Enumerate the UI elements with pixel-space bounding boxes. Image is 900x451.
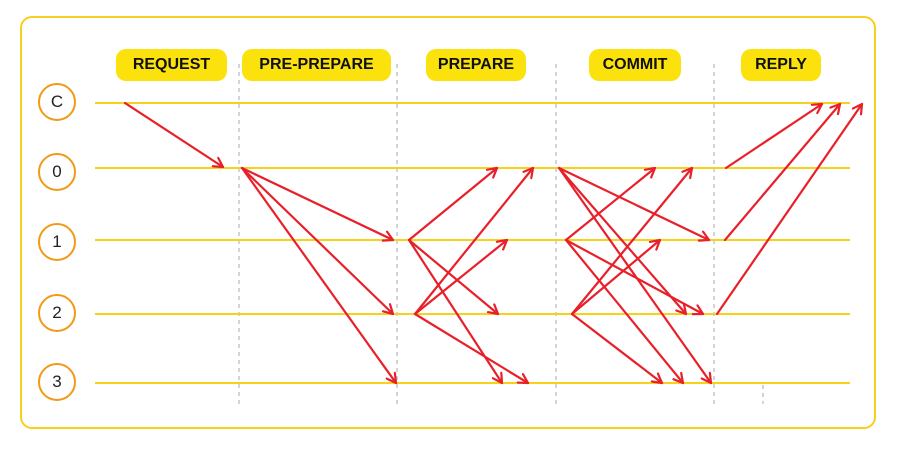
node-circle-1: 1 xyxy=(38,223,76,261)
message-arrow-prepare-2-to-1 xyxy=(413,238,509,316)
message-arrow-commit-0-to-3 xyxy=(557,166,713,385)
message-arrow-pre-prepare-0-to-3 xyxy=(240,166,398,385)
phase-label-prepare: PREPARE xyxy=(426,49,526,81)
message-arrow-prepare-1-to-3 xyxy=(407,238,504,385)
message-arrow-prepare-2-to-0 xyxy=(413,166,535,316)
phase-label-reply: REPLY xyxy=(741,49,821,81)
message-arrow-pre-prepare-0-to-1 xyxy=(240,166,395,240)
phase-label-request: REQUEST xyxy=(116,49,227,81)
node-circle-0: 0 xyxy=(38,153,76,191)
message-arrow-reply-2-to-c xyxy=(715,102,864,316)
phase-label-pre-prepare: PRE-PREPARE xyxy=(242,49,391,81)
message-arrow-commit-1-to-2 xyxy=(564,238,705,314)
message-arrow-prepare-1-to-2 xyxy=(407,238,500,316)
node-circle-2: 2 xyxy=(38,294,76,332)
message-arrow-prepare-1-to-0 xyxy=(407,166,499,242)
node-circle-3: 3 xyxy=(38,363,76,401)
message-arrow-commit-0-to-2 xyxy=(557,166,688,316)
diagram-frame xyxy=(20,16,876,429)
message-arrow-prepare-2-to-3 xyxy=(413,312,530,385)
message-arrow-commit-2-to-1 xyxy=(570,238,662,316)
message-arrow-request-c-to-0 xyxy=(123,101,225,169)
node-circle-c: C xyxy=(38,83,76,121)
message-arrow-reply-1-to-c xyxy=(723,102,842,242)
message-arrow-pre-prepare-0-to-2 xyxy=(240,166,395,316)
message-arrow-commit-0-to-1 xyxy=(557,166,711,240)
message-arrow-commit-2-to-3 xyxy=(570,312,664,385)
message-arrow-commit-2-to-0 xyxy=(570,166,694,316)
message-arrow-reply-0-to-c xyxy=(724,102,824,170)
message-arrow-commit-1-to-0 xyxy=(564,166,657,242)
message-arrow-commit-1-to-3 xyxy=(564,238,685,385)
phase-label-commit: COMMIT xyxy=(589,49,681,81)
